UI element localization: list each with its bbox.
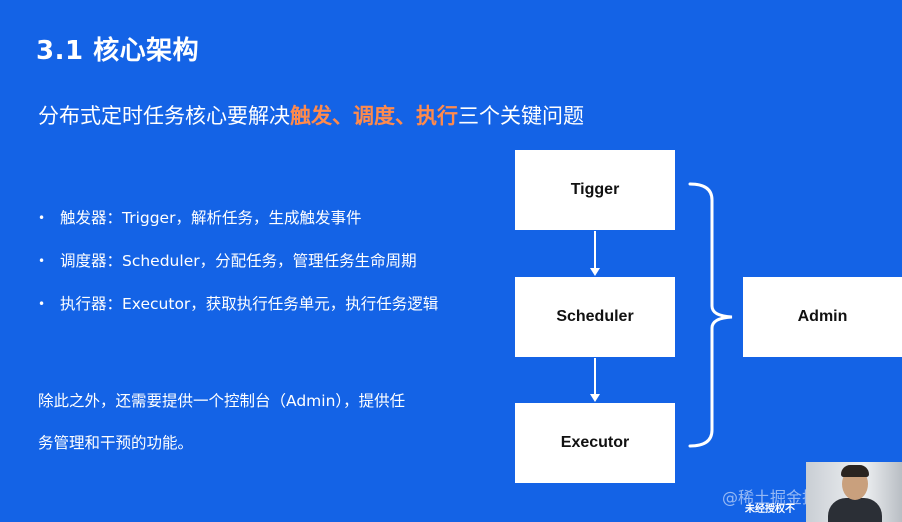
bullet-item-trigger: • 触发器：Trigger，解析任务，生成触发事件 (38, 203, 438, 246)
subtitle-separator: 、 (395, 104, 416, 128)
admin-description-line: 务管理和干预的功能。 (38, 434, 194, 452)
bullet-dot-icon: • (38, 297, 46, 311)
arrowhead-icon (590, 394, 600, 402)
subtitle-highlight-trigger: 触发 (290, 104, 332, 128)
trigger-box: Tigger (515, 150, 675, 230)
scheduler-box: Scheduler (515, 277, 675, 357)
right-brace-icon (688, 182, 733, 448)
bullet-dot-icon: • (38, 254, 46, 268)
admin-box: Admin (743, 277, 902, 357)
bullet-list: • 触发器：Trigger，解析任务，生成触发事件 • 调度器：Scheduler，… (38, 203, 438, 332)
subtitle-separator: 、 (332, 104, 353, 128)
presenter-body (828, 498, 882, 522)
bullet-text: 执行器：Executor，获取执行任务单元，执行任务逻辑 (60, 295, 439, 313)
bullet-text: 触发器：Trigger，解析任务，生成触发事件 (60, 209, 362, 227)
executor-box: Executor (515, 403, 675, 483)
subtitle-text: 分布式定时任务核心要解决 (38, 104, 290, 128)
admin-description-line: 除此之外，还需要提供一个控制台（Admin），提供任 (38, 392, 406, 410)
unauthorized-notice: 未经授权不 (745, 504, 795, 515)
admin-description: 除此之外，还需要提供一个控制台（Admin），提供任 务管理和干预的功能。 (38, 380, 478, 464)
presenter-video (806, 462, 902, 522)
subtitle-text: 三个关键问题 (458, 104, 584, 128)
bullet-item-executor: • 执行器：Executor，获取执行任务单元，执行任务逻辑 (38, 289, 438, 332)
bullet-dot-icon: • (38, 211, 46, 225)
subtitle-highlight-execute: 执行 (416, 104, 458, 128)
bullet-text: 调度器：Scheduler，分配任务，管理任务生命周期 (60, 252, 417, 270)
presenter-hair (841, 465, 869, 477)
subtitle-highlight-schedule: 调度 (353, 104, 395, 128)
arrowhead-icon (590, 268, 600, 276)
bullet-item-scheduler: • 调度器：Scheduler，分配任务，管理任务生命周期 (38, 246, 438, 289)
slide-title: 3.1 核心架构 (36, 36, 200, 66)
slide-subtitle: 分布式定时任务核心要解决触发、调度、执行三个关键问题 (38, 100, 584, 130)
